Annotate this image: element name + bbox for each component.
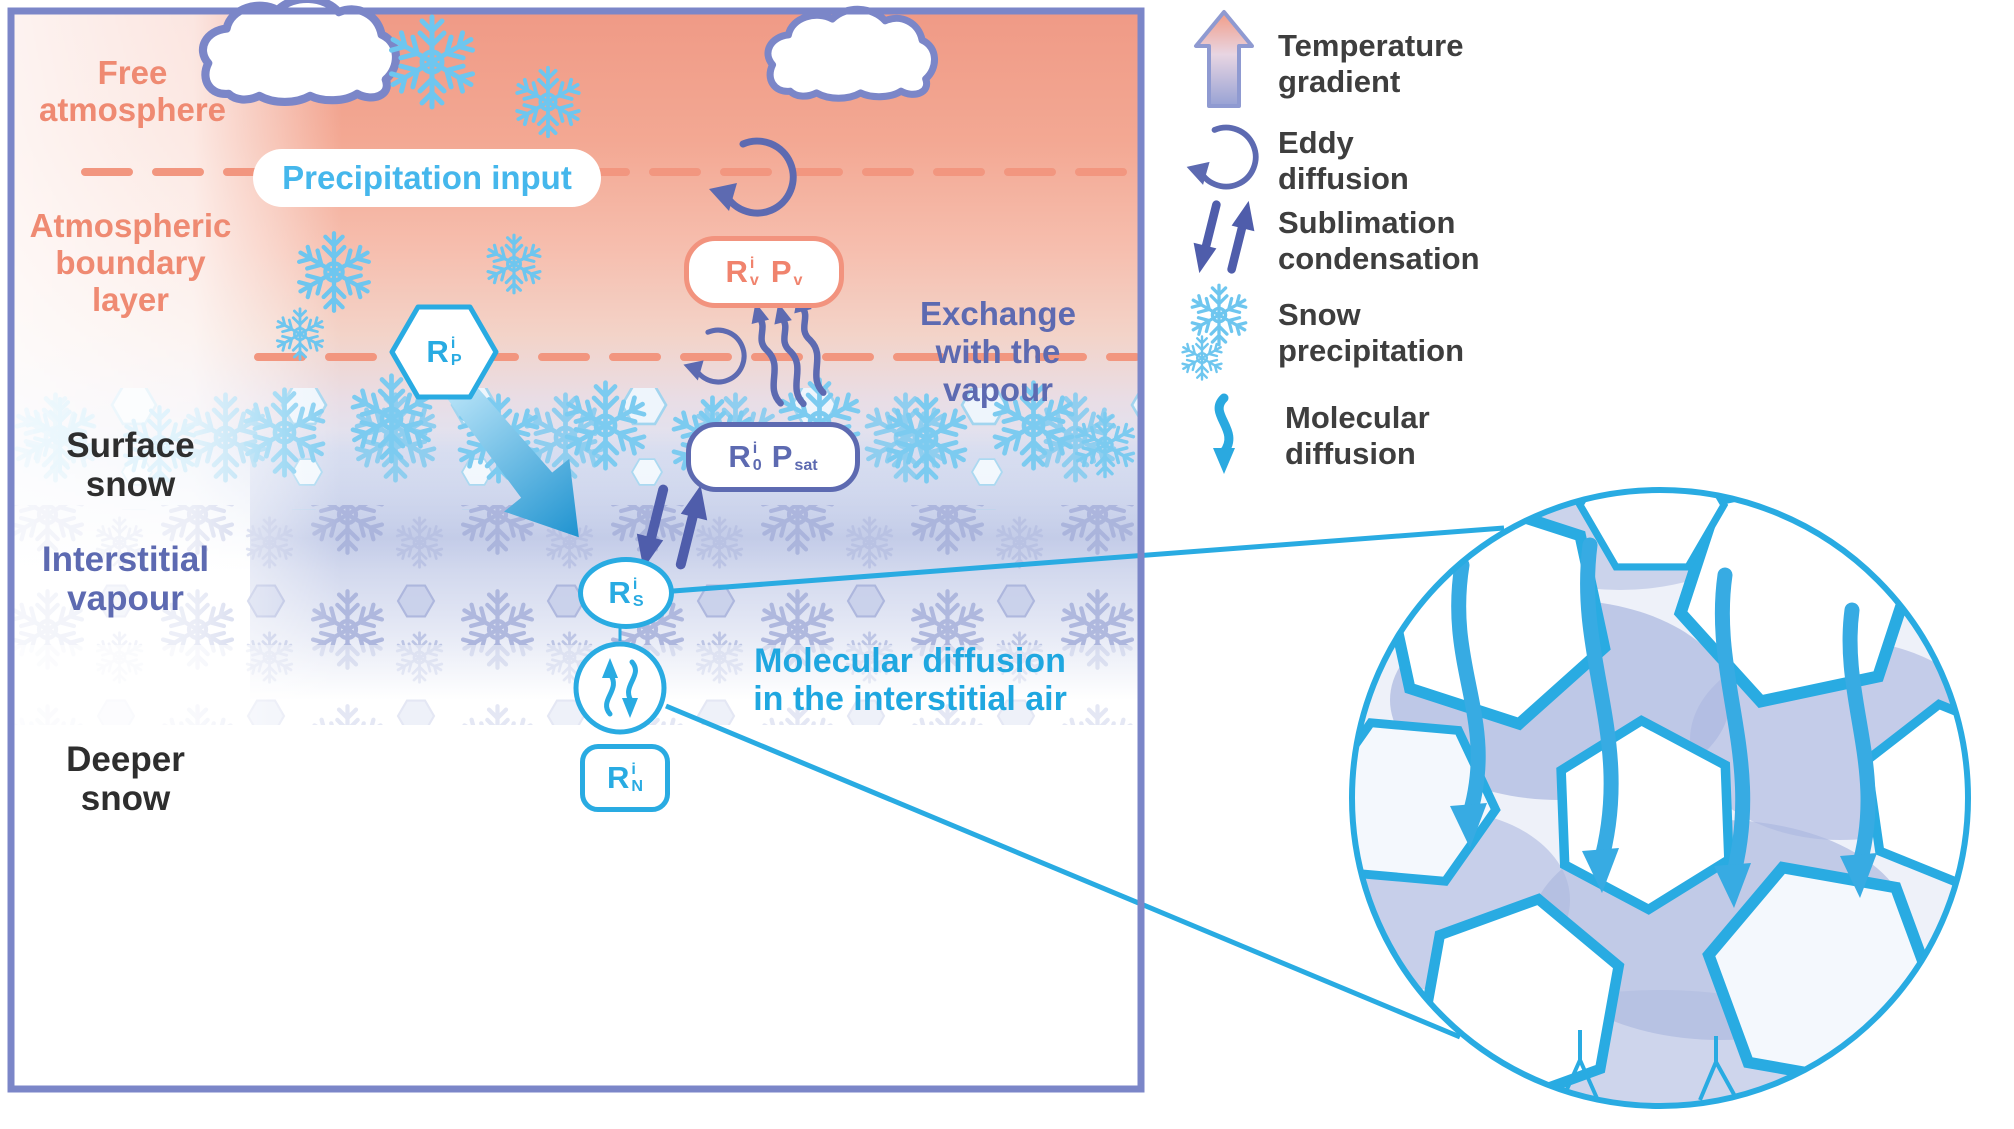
layer-label-atmospheric-boundary-layer: Atmospheric boundary layer	[29, 207, 232, 318]
precipitation-arrow	[446, 378, 579, 538]
rp-hexagon-frame	[389, 304, 499, 400]
eddy-diffusion-icon	[1187, 128, 1256, 187]
temperature-gradient-icon	[1194, 10, 1254, 108]
rp-base: R	[426, 334, 449, 369]
rp-sub: P	[450, 351, 462, 369]
molecular-diffusion-icon	[1213, 398, 1235, 474]
legend-item-temperature-gradient: Temperature gradient	[1278, 28, 1464, 99]
flow-arrowheads	[1450, 803, 1877, 908]
snow-precipitation-icon	[1179, 283, 1251, 381]
rp-sup: i	[450, 334, 456, 353]
legend-item-snow-precipitation: Snow precipitation	[1278, 297, 1465, 368]
magnifier-circle	[1349, 487, 1971, 1109]
precipitation-input-label: Precipitation input	[282, 159, 572, 196]
sublimation-condensation-icon	[1194, 201, 1255, 273]
legend-item-sublimation-condensation: Sublimation condensation	[1278, 205, 1480, 276]
exchange-with-vapour-label: Exchange with the vapour	[920, 295, 1076, 408]
molecular-diffusion-circle-icon	[573, 641, 667, 735]
molecular-diffusion-air-label: Molecular diffusion in the interstitial …	[753, 642, 1067, 719]
legend-item-molecular-diffusion: Molecular diffusion	[1285, 400, 1430, 471]
cloud-icon	[768, 9, 935, 98]
precipitation-input-callout: Precipitation input	[253, 149, 601, 207]
molecular-diffusion-flow-arrows	[1451, 537, 1876, 888]
legend-item-eddy-diffusion: Eddy diffusion	[1278, 125, 1409, 196]
layer-label-free-atmosphere: Free atmosphere	[38, 54, 227, 128]
layer-label-deeper-snow: Deeper snow	[66, 740, 185, 819]
layer-label-surface-snow: Surface snow	[66, 426, 195, 505]
cloud-icon	[203, 0, 396, 102]
layer-label-interstitial-vapour: Interstitial vapour	[41, 540, 210, 619]
main-box-border	[7, 7, 1145, 1093]
magnifier-cone-lines	[659, 525, 1505, 1040]
